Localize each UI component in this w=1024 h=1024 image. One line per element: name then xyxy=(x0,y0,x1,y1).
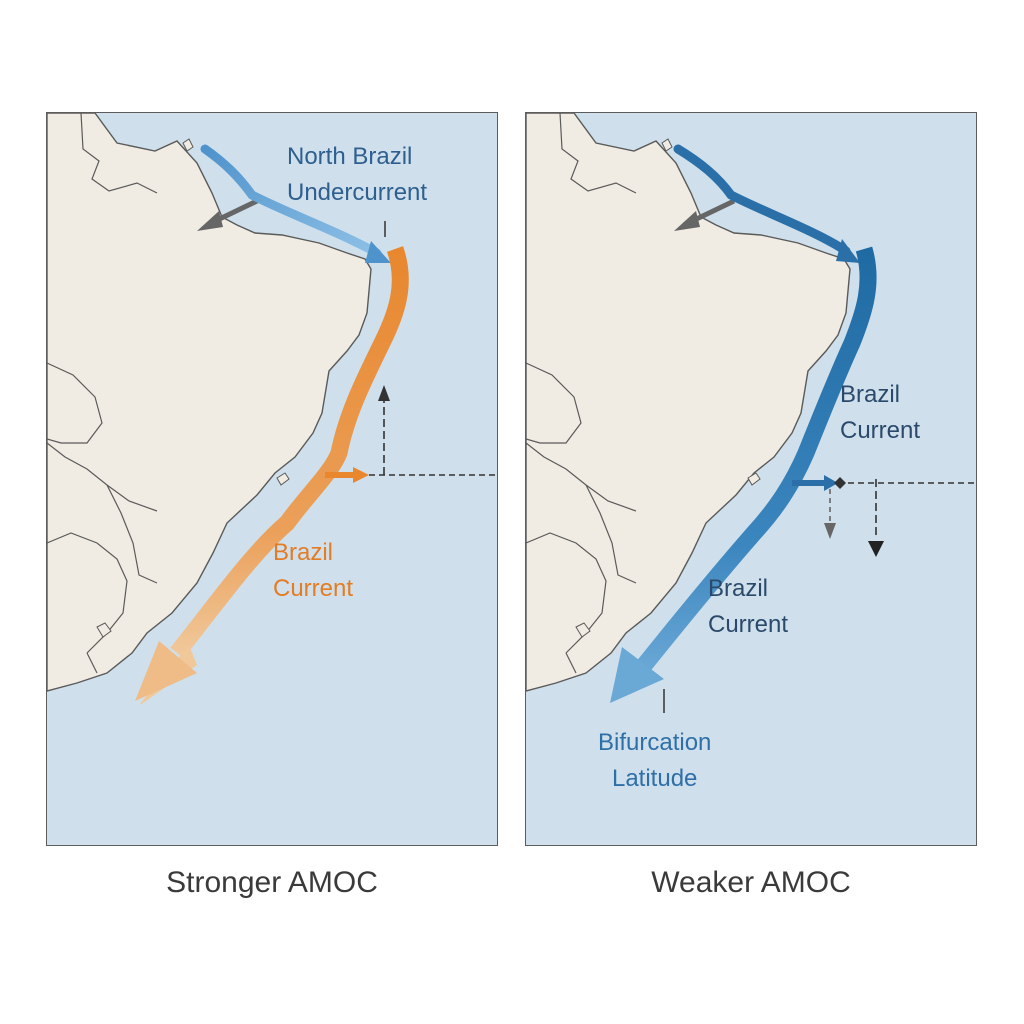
label-line: Undercurrent xyxy=(287,179,428,206)
north-brazil-undercurrent-path xyxy=(200,144,391,263)
label-line: Brazil xyxy=(840,381,901,408)
island xyxy=(96,622,112,638)
island xyxy=(276,472,290,486)
label-bifurcation-latitude: Bifurcation Latitude xyxy=(598,725,711,797)
country-borders xyxy=(526,113,637,674)
island xyxy=(182,138,194,152)
bifurcation-eastward-arrow xyxy=(325,467,369,483)
island xyxy=(661,138,673,152)
bifurcation-southward-arrow-icon xyxy=(824,479,884,557)
south-america-landmass xyxy=(47,113,372,692)
label-line: Brazil xyxy=(708,575,769,602)
bifurcation-eastward-arrow xyxy=(792,475,846,491)
map-svg-weaker xyxy=(526,113,976,845)
south-america-landmass xyxy=(526,113,851,692)
bifurcation-northward-arrow-icon xyxy=(378,385,390,475)
label-brazil-current-lower: Brazil Current xyxy=(708,571,788,643)
map-svg-stronger xyxy=(47,113,497,845)
brazil-current-blue-path xyxy=(610,246,877,703)
label-line: Brazil xyxy=(273,539,334,566)
north-brazil-undercurrent-path xyxy=(673,144,860,263)
map-panel-stronger-amoc: North Brazil Undercurrent Brazil Current xyxy=(46,112,498,846)
undercurrent-arrow-icon xyxy=(197,198,259,231)
island xyxy=(575,622,591,638)
label-line: Latitude xyxy=(611,765,698,792)
caption-stronger-amoc: Stronger AMOC xyxy=(166,866,378,899)
island xyxy=(747,472,761,486)
caption-weaker-amoc: Weaker AMOC xyxy=(651,866,851,899)
undercurrent-arrow-icon xyxy=(674,198,736,231)
label-line: Bifurcation xyxy=(598,729,712,756)
label-line: Current xyxy=(708,611,789,638)
map-panel-weaker-amoc: Brazil Current Brazil Current Bifurcatio… xyxy=(525,112,977,846)
label-line: Current xyxy=(840,417,921,444)
label-line: North Brazil xyxy=(287,143,413,170)
label-brazil-current: Brazil Current xyxy=(273,535,353,607)
label-brazil-current-upper: Brazil Current xyxy=(840,377,920,449)
label-north-brazil-undercurrent: North Brazil Undercurrent xyxy=(287,139,427,211)
brazil-current-orange-path xyxy=(135,246,409,705)
label-line: Current xyxy=(273,575,354,602)
